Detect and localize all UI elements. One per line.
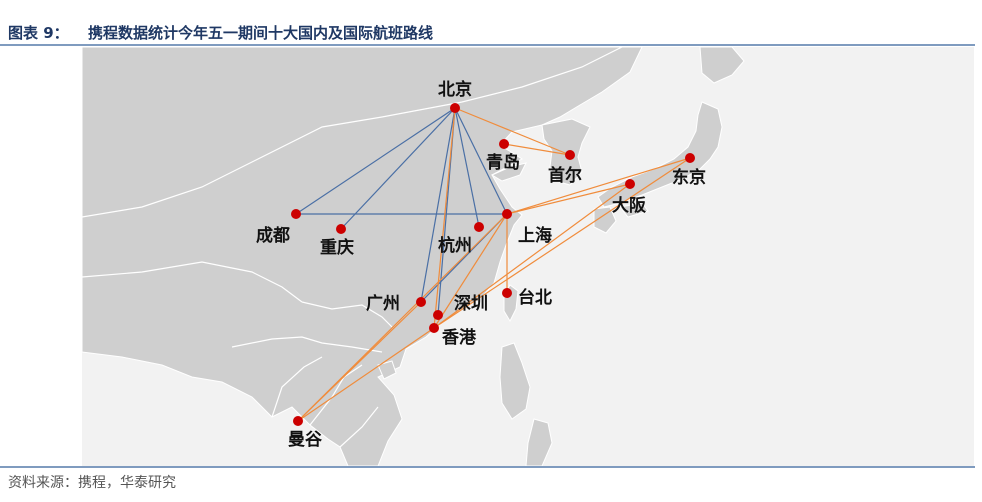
city-dot-seoul[interactable] bbox=[565, 150, 575, 160]
international-route-beijing-hongkong bbox=[433, 107, 456, 329]
city-label-shenzhen: 深圳 bbox=[454, 293, 488, 314]
international-route-hongkong-osaka bbox=[433, 183, 631, 329]
city-label-hongkong: 香港 bbox=[442, 327, 477, 348]
city-label-qingdao: 青岛 bbox=[486, 152, 520, 173]
domestic-route-beijing-shanghai bbox=[454, 107, 508, 215]
city-dot-taipei[interactable] bbox=[502, 288, 512, 298]
landmass-shikoku bbox=[619, 202, 649, 218]
international-route-shanghai-tokyo bbox=[506, 157, 691, 215]
city-dot-hangzhou[interactable] bbox=[474, 222, 484, 232]
city-label-shanghai: 上海 bbox=[518, 225, 552, 246]
footer-rule bbox=[0, 466, 975, 468]
city-label-beijing: 北京 bbox=[438, 79, 472, 100]
city-dot-osaka[interactable] bbox=[625, 179, 635, 189]
city-dot-bangkok[interactable] bbox=[293, 416, 303, 426]
landmass-hainan bbox=[377, 360, 397, 380]
figure-title: 携程数据统计今年五一期间十大国内及国际航班路线 bbox=[88, 24, 434, 42]
map-canvas: 北京 青岛 首尔 东京 大阪 上海 杭州 成都 重庆 广州 深圳 香港 台北 曼… bbox=[82, 47, 974, 466]
city-dot-shenzhen[interactable] bbox=[433, 310, 443, 320]
landmass-shandong bbox=[490, 162, 527, 182]
border-lines bbox=[82, 47, 623, 448]
city-dot-hongkong[interactable] bbox=[429, 323, 439, 333]
city-dots bbox=[291, 103, 695, 426]
domestic-routes bbox=[295, 107, 508, 316]
city-label-tokyo: 东京 bbox=[672, 167, 706, 188]
city-label-seoul: 首尔 bbox=[548, 165, 582, 186]
city-dot-qingdao[interactable] bbox=[499, 139, 509, 149]
city-dot-guangzhou[interactable] bbox=[416, 297, 426, 307]
city-label-chongqing: 重庆 bbox=[320, 237, 354, 258]
city-label-guangzhou: 广州 bbox=[366, 293, 400, 314]
city-label-chengdu: 成都 bbox=[256, 225, 290, 246]
international-route-qingdao-seoul bbox=[503, 143, 571, 156]
domestic-route-beijing-guangzhou bbox=[420, 107, 456, 303]
international-route-shanghai-hongkong bbox=[433, 213, 508, 329]
domestic-route-beijing-hangzhou bbox=[454, 107, 480, 228]
city-dot-chengdu[interactable] bbox=[291, 209, 301, 219]
international-route-hongkong-bangkok bbox=[297, 327, 435, 422]
figure-label: 图表 9： bbox=[8, 24, 69, 42]
international-route-guangzhou-bangkok bbox=[297, 301, 422, 422]
route-map: 北京 青岛 首尔 东京 大阪 上海 杭州 成都 重庆 广州 深圳 香港 台北 曼… bbox=[82, 47, 974, 466]
city-label-osaka: 大阪 bbox=[612, 195, 646, 216]
city-dot-beijing[interactable] bbox=[450, 103, 460, 113]
international-route-shanghai-osaka bbox=[506, 183, 631, 215]
domestic-route-beijing-chongqing bbox=[340, 107, 456, 230]
city-dot-chongqing[interactable] bbox=[336, 224, 346, 234]
city-label-hangzhou: 杭州 bbox=[438, 235, 472, 256]
landmass-kyushu bbox=[593, 206, 617, 234]
city-label-taipei: 台北 bbox=[518, 287, 552, 308]
city-dot-shanghai[interactable] bbox=[502, 209, 512, 219]
international-route-hongkong-tokyo bbox=[433, 157, 691, 329]
international-route-beijing-seoul bbox=[454, 107, 571, 156]
international-routes bbox=[297, 107, 691, 422]
figure-header: 图表 9： 携程数据统计今年五一期间十大国内及国际航班路线 bbox=[0, 0, 975, 46]
city-labels: 北京 青岛 首尔 东京 大阪 上海 杭州 成都 重庆 广州 深圳 香港 台北 曼… bbox=[256, 79, 706, 450]
landmass-hokkaido bbox=[699, 47, 745, 84]
city-label-bangkok: 曼谷 bbox=[288, 430, 323, 450]
source-note: 资料来源：携程，华泰研究 bbox=[8, 475, 176, 491]
landmass-philippines bbox=[499, 342, 553, 466]
domestic-route-beijing-chengdu bbox=[295, 107, 456, 215]
city-dot-tokyo[interactable] bbox=[685, 153, 695, 163]
